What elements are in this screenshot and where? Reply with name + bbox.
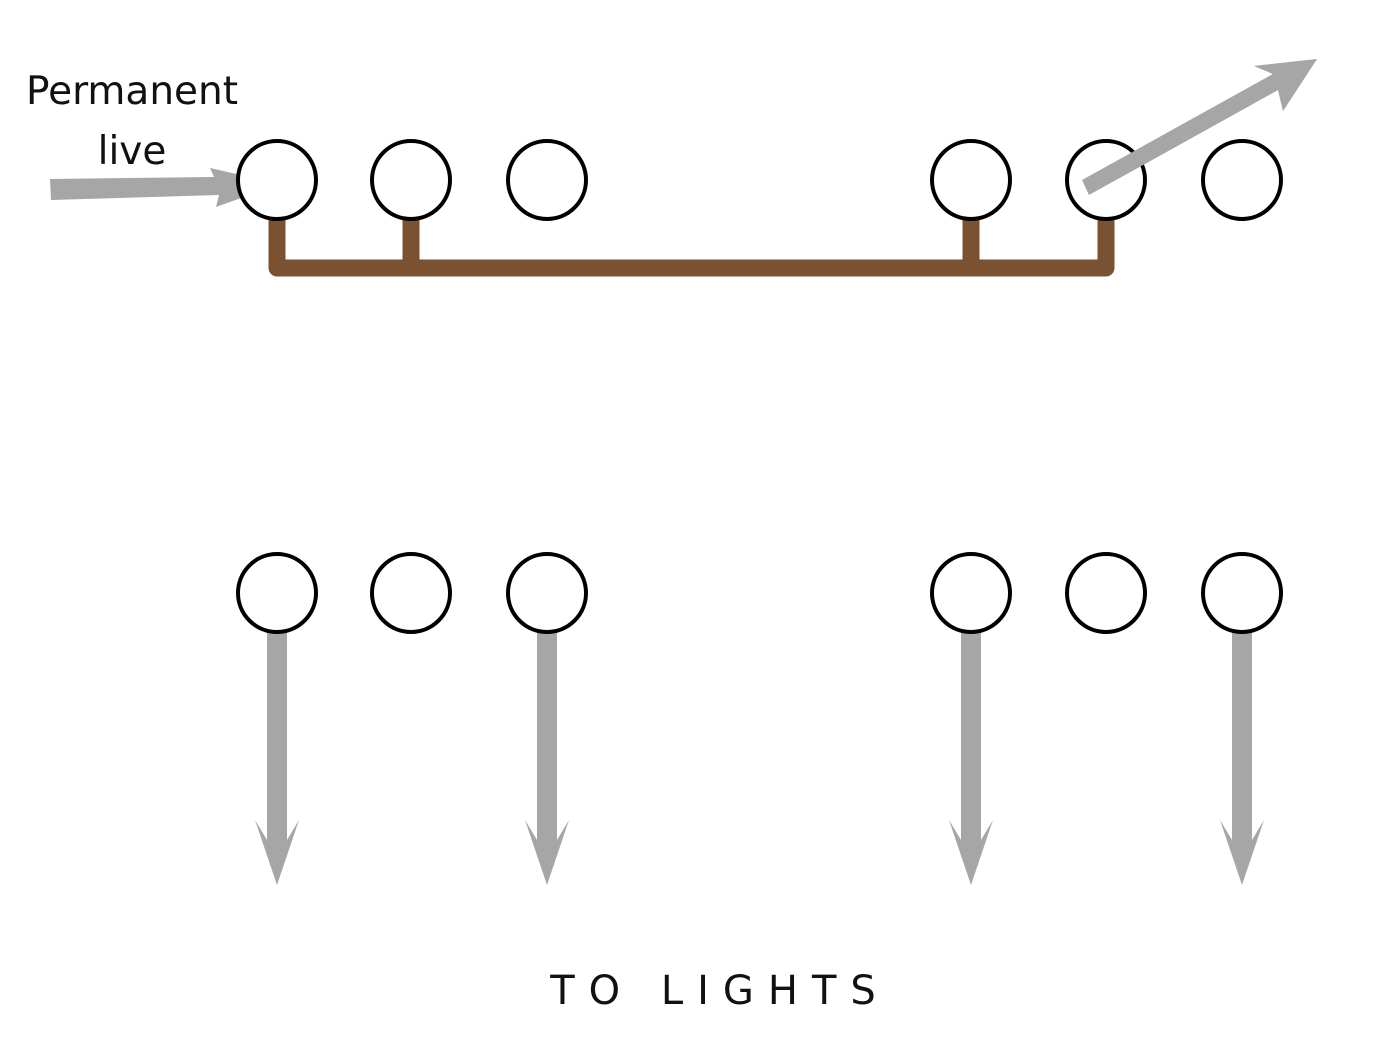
bottom-terminal-6: [1201, 552, 1283, 634]
top-terminal-3: [506, 139, 588, 221]
permanent-label-line1: Permanent: [25, 69, 239, 114]
top-terminal-1: [236, 139, 318, 221]
bottom-terminal-5: [1065, 552, 1147, 634]
permanent-live-label: Permanent live: [12, 62, 252, 182]
top-terminal-4: [930, 139, 1012, 221]
bottom-terminal-3-down-arrow: [525, 628, 569, 885]
bottom-terminal-4-down-arrow: [949, 628, 993, 885]
output-arrow-overlay: [1082, 59, 1317, 195]
top-terminal-6: [1201, 139, 1283, 221]
top-terminal-2: [370, 139, 452, 221]
bottom-terminal-2: [370, 552, 452, 634]
bridge-wire: [268, 217, 1115, 277]
top-terminal-row: [236, 139, 1283, 221]
to-lights-label: TO LIGHTS: [550, 968, 890, 1014]
bottom-terminal-row: [236, 552, 1283, 634]
bottom-terminal-4: [930, 552, 1012, 634]
bottom-terminal-1: [236, 552, 318, 634]
bottom-terminal-3: [506, 552, 588, 634]
bottom-terminal-1-down-arrow: [255, 628, 299, 885]
bottom-terminal-6-down-arrow: [1220, 628, 1264, 885]
output-arrow-front: [1082, 59, 1317, 195]
permanent-label-line2: live: [97, 129, 167, 174]
input-arrow: [50, 168, 280, 207]
